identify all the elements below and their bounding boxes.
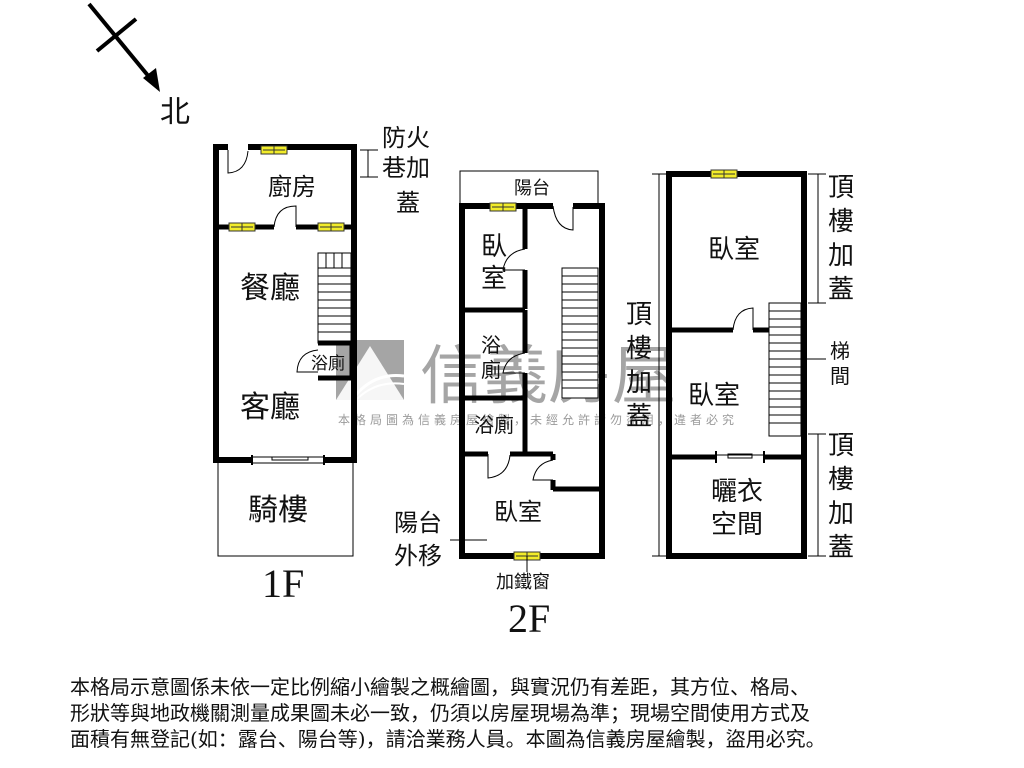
room-2f-bedroom-bottom: 臥室: [494, 498, 542, 526]
room-kitchen: 廚房: [268, 173, 316, 201]
disclaimer-line-1: 本格局示意圖係未依一定比例縮小繪製之概繪圖，與實況仍有差距，其方位、格局、: [70, 675, 810, 699]
roof-addition-right-top-3: 加: [828, 241, 854, 271]
roof-addition-left-1: 頂: [626, 300, 652, 330]
room-2f-bedroom-top-2: 室: [481, 264, 507, 294]
roof-addition-left-2: 樓: [626, 334, 652, 364]
room-laundry-2: 空間: [711, 510, 763, 540]
fire-lane-annotation-3: 蓋: [396, 189, 420, 217]
window-icon: [317, 222, 345, 232]
stairs-icon: [317, 252, 352, 344]
floor-2f: [450, 170, 605, 572]
brand-logo-icon: [336, 340, 405, 401]
balcony-moved-annotation-1: 陽台: [394, 509, 442, 537]
watermark: 信義房屋 本格局圖為信義房屋繪製，未經允許請勿盜用，違者必究: [336, 340, 738, 427]
roof-addition-right-bottom-2: 樓: [828, 465, 854, 495]
roof-addition-right-bottom-3: 加: [828, 499, 854, 529]
floor-1f: [213, 143, 378, 557]
balcony-moved-annotation-2: 外移: [394, 542, 442, 570]
window-icon: [260, 145, 288, 155]
room-2f-bath-low: 浴廁: [474, 413, 514, 437]
room-2f-balcony: 陽台: [514, 178, 550, 199]
floor-label-1f: 1F: [262, 561, 304, 606]
stairs-icon: [561, 267, 599, 399]
roof-addition-right-bottom-1: 頂: [828, 431, 854, 461]
room-living: 客廳: [240, 390, 300, 425]
roof-addition-left-4: 蓋: [626, 402, 652, 432]
fire-lane-annotation-1: 防火: [382, 124, 430, 152]
room-roof-bedroom-mid: 臥室: [688, 381, 740, 411]
window-icon: [489, 202, 517, 212]
room-2f-bedroom-top-1: 臥: [481, 232, 507, 262]
room-dining: 餐廳: [240, 271, 300, 306]
room-laundry-1: 曬衣: [711, 477, 763, 507]
room-roof-bedroom-top: 臥室: [708, 235, 760, 265]
window-icon: [228, 222, 256, 232]
compass-label: 北: [160, 95, 190, 130]
room-2f-bath-mid-1: 浴: [481, 333, 501, 357]
roof-addition-left-3: 加: [626, 368, 652, 398]
north-arrow-icon: [87, 2, 160, 92]
room-arcade: 騎樓: [248, 493, 308, 528]
roof-addition-right-bottom-4: 蓋: [828, 533, 854, 563]
stairwell-annotation-2: 間: [830, 364, 850, 388]
stairwell-annotation-1: 梯: [830, 339, 850, 363]
disclaimer-line-2: 形狀等與地政機關測量成果圖未必一致，仍須以房屋現場為準；現場空間使用方式及: [70, 701, 810, 725]
stairs-icon: [768, 302, 802, 437]
floor-label-2f: 2F: [508, 596, 550, 641]
roof-addition-right-top-4: 蓋: [828, 275, 854, 305]
disclaimer-text: 本格局示意圖係未依一定比例縮小繪製之概繪圖，與實況仍有差距，其方位、格局、 形狀…: [70, 674, 970, 752]
watermark-notice: 本格局圖為信義房屋繪製，未經允許請勿盜用，違者必究: [338, 412, 738, 427]
roof-addition-right-top-2: 樓: [828, 207, 854, 237]
roof-addition-right-top-1: 頂: [828, 173, 854, 203]
room-2f-bath-mid-2: 廁: [481, 358, 501, 382]
floor-rooftop: [652, 169, 826, 559]
disclaimer-line-3: 面積有無登記(如：露台、陽台等)，請洽業務人員。本圖為信義房屋繪製，盜用必究。: [70, 727, 826, 751]
room-1f-bath: 浴廁: [311, 353, 345, 374]
iron-window-annotation: 加鐵窗: [496, 572, 550, 593]
window-icon: [710, 169, 738, 179]
fire-lane-annotation-2: 巷加: [382, 154, 430, 182]
